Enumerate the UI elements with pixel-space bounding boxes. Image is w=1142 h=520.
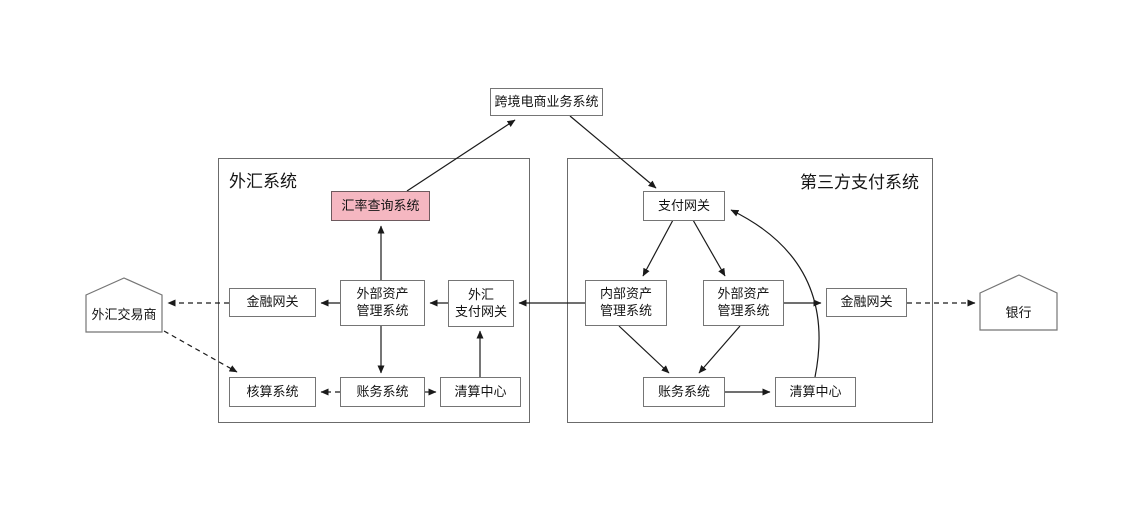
node-billing-system-right: 账务系统 [643,377,725,407]
node-pay-gateway: 支付网关 [643,191,725,221]
node-clearing-center-left: 清算中心 [440,377,521,407]
node-int-asset-mgmt: 内部资产 管理系统 [585,280,667,326]
third-party-system-container: 第三方支付系统 [567,158,933,423]
third-party-system-title: 第三方支付系统 [800,173,919,192]
node-ext-asset-mgmt-left: 外部资产 管理系统 [340,280,425,326]
node-billing-system-left: 账务系统 [340,377,425,407]
node-fin-gateway-right: 金融网关 [826,288,907,317]
node-clearing-center-right: 清算中心 [775,377,856,407]
fx-trader-label: 外汇交易商 [91,306,157,322]
node-accounting-system: 核算系统 [229,377,316,407]
fx-system-container: 外汇系统 [218,158,530,423]
node-fx-pay-gateway: 外汇 支付网关 [448,280,514,327]
node-ext-asset-mgmt-right: 外部资产 管理系统 [703,280,784,326]
bank-label: 银行 [1005,304,1032,320]
node-rate-query-system: 汇率查询系统 [331,191,430,221]
node-ecommerce-system: 跨境电商业务系统 [490,88,603,116]
node-fin-gateway-left: 金融网关 [229,288,316,317]
fx-system-title: 外汇系统 [229,172,297,191]
